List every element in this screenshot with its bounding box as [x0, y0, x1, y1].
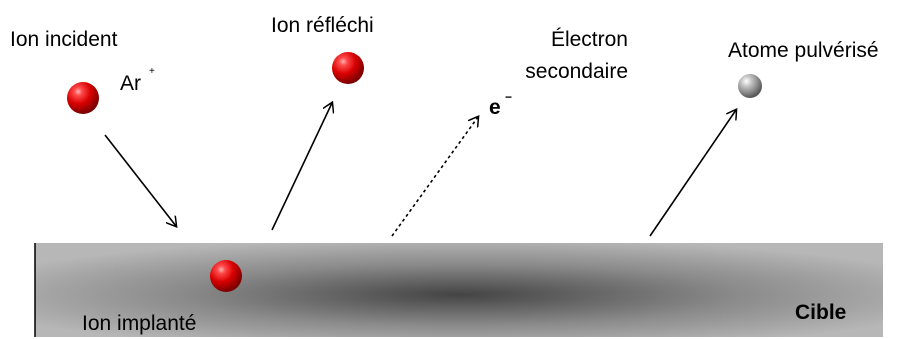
implanted-ion-ball — [210, 260, 242, 292]
reflected-ion-ball — [332, 52, 364, 84]
secondary-electron-arrow — [391, 117, 478, 237]
incident-ion-ball — [67, 82, 99, 114]
electron-symbol: e − — [489, 90, 523, 126]
argon-ion-symbol: Ar + — [120, 66, 168, 98]
sputtered-atom-ball — [738, 74, 762, 98]
sputtered-atom-arrow — [649, 110, 736, 237]
electron-charge-text: − — [505, 90, 513, 104]
reflected-ion-arrow — [271, 103, 332, 231]
argon-charge-text: + — [149, 66, 155, 77]
secondary-electron-label-line-1: Électron — [550, 28, 628, 51]
secondary-electron-label-line-2: secondaire — [525, 60, 628, 83]
incident-ion-label: Ion incident — [10, 28, 118, 51]
target-block — [35, 243, 883, 337]
target-label: Cible — [795, 301, 847, 324]
reflected-ion-label: Ion réfléchi — [271, 14, 374, 37]
incident-ion-arrow — [104, 134, 176, 226]
implanted-ion-label: Ion implanté — [82, 312, 197, 335]
electron-symbol-text: e — [489, 96, 501, 119]
sputtered-atom-label: Atome pulvérisé — [728, 39, 879, 62]
argon-symbol-text: Ar — [120, 72, 141, 95]
